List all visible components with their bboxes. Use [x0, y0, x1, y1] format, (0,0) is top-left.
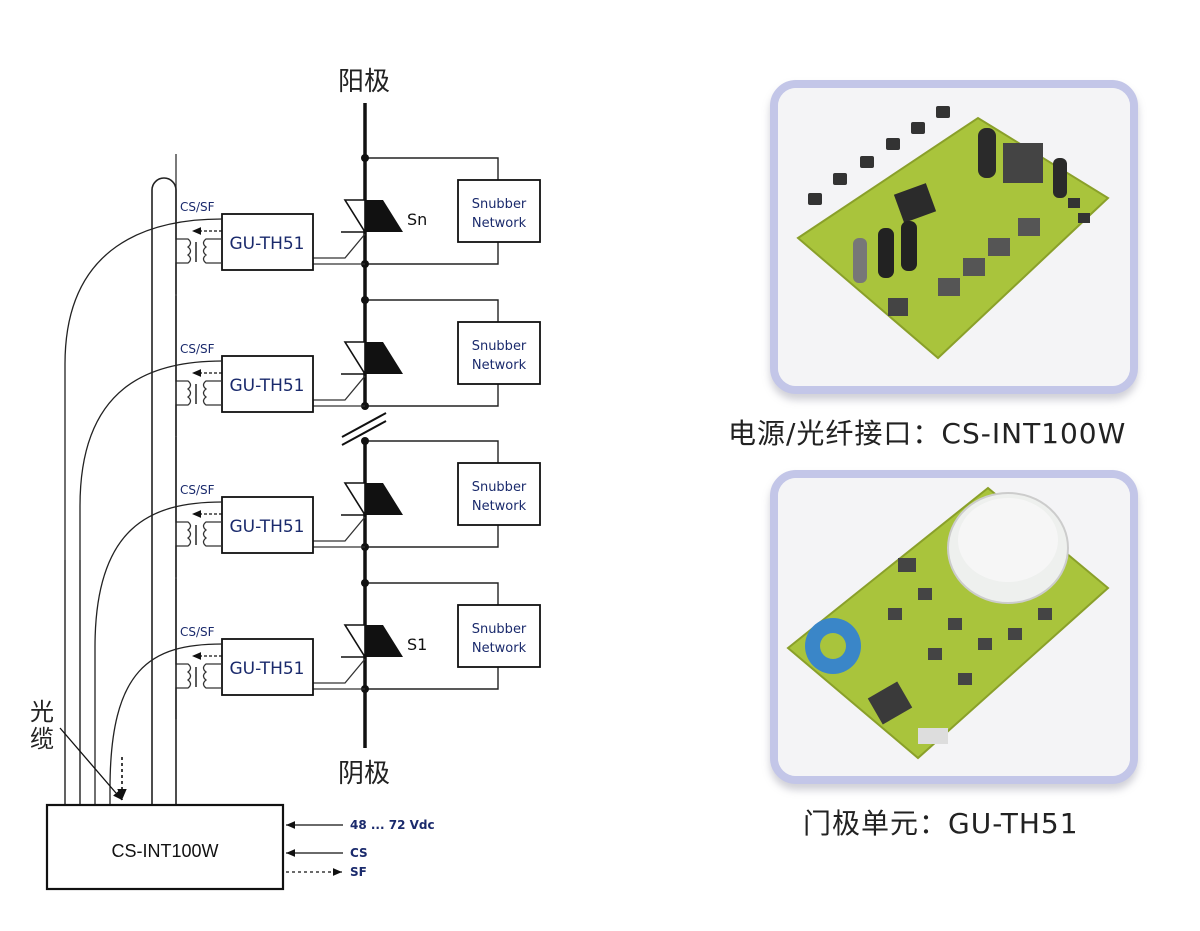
cs-input-label: CS [350, 846, 368, 860]
thyristor-solid-icon [365, 200, 403, 232]
snubber-wire-bottom [365, 667, 499, 690]
sf-output-label: SF [350, 865, 367, 879]
snubber-network-box [457, 462, 541, 526]
junction-node [361, 296, 369, 304]
interface-board-photo [778, 88, 1130, 386]
snubber-label-line1: Snubber [472, 622, 527, 637]
snubber-label-line2: Network [472, 641, 527, 656]
transformer-primary-icon [175, 154, 192, 294]
gate-wire [313, 516, 366, 542]
fiber-cables [64, 560, 81, 805]
gate-unit-label: GU-TH51 [230, 376, 305, 396]
gate-unit-caption: 门极单元：GU-TH51 [803, 807, 1079, 840]
fiber-cable-pointer [59, 727, 123, 801]
thyristor-label: S1 [407, 635, 427, 654]
thyristor-outline-icon [343, 482, 366, 518]
transformer-secondary-icon [202, 663, 222, 689]
snubber-network-box [457, 321, 541, 385]
snubber-wire-top [365, 157, 499, 180]
thyristor-label: Sn [407, 210, 427, 229]
junction-node [361, 579, 369, 587]
fiber-cable-label-1: 光 [30, 698, 54, 726]
snubber-wire-bottom [365, 242, 499, 265]
series-break-symbol [341, 412, 387, 446]
fiber-optic-cable [109, 643, 223, 805]
cs-sf-label: CS/SF [180, 625, 215, 639]
thyristor-solid-icon [365, 625, 403, 657]
thyristor-solid-icon [365, 342, 403, 374]
junction-node [361, 437, 369, 445]
photo-frame-gate-unit [770, 470, 1138, 784]
cs-sf-label: CS/SF [180, 342, 215, 356]
interface-board-caption: 电源/光纤接口：CS-INT100W [728, 417, 1127, 450]
transformer-primary-icon [175, 437, 192, 577]
gate-unit-box [221, 638, 314, 696]
snubber-label-line2: Network [472, 358, 527, 373]
thyristor-outline-icon [343, 341, 366, 377]
gate-unit-label: GU-TH51 [230, 234, 305, 254]
transformer-secondary-icon [202, 521, 222, 547]
fiber-cable-label-2: 缆 [30, 725, 54, 753]
transformer-primary-icon [175, 296, 192, 436]
snubber-wire-bottom [365, 525, 499, 548]
gate-unit-photo [778, 478, 1130, 776]
interface-box [45, 803, 285, 891]
thyristor-outline-icon [343, 624, 366, 660]
fiber-optic-cable [94, 501, 223, 805]
fiber-loop [151, 177, 177, 805]
snubber-wire-top [365, 440, 499, 463]
photo-frame-interface-board [770, 80, 1138, 394]
gate-unit-box [221, 355, 314, 413]
gate-unit-label: GU-TH51 [230, 517, 305, 537]
gate-wire [313, 375, 366, 401]
fiber-optic-cable [79, 360, 223, 805]
snubber-wire-top [365, 299, 499, 322]
snubber-wire-bottom [365, 384, 499, 407]
snubber-label-line1: Snubber [472, 197, 527, 212]
interface-box-label: CS-INT100W [111, 841, 218, 861]
gate-unit-box [221, 213, 314, 271]
cs-sf-label: CS/SF [180, 483, 215, 497]
transformer-secondary-icon [202, 380, 222, 406]
anode-label: 阳极 [338, 67, 390, 97]
fiber-optic-cable [64, 218, 223, 805]
snubber-network-box [457, 604, 541, 668]
gate-wire [313, 658, 366, 684]
power-input-label: 48 ... 72 Vdc [350, 818, 435, 832]
gate-wire [313, 233, 366, 259]
thyristor-solid-icon [365, 483, 403, 515]
gate-unit-box [221, 496, 314, 554]
snubber-label-line1: Snubber [472, 339, 527, 354]
snubber-wire-top [365, 582, 499, 605]
transformer-secondary-icon [202, 238, 222, 264]
snubber-label-line2: Network [472, 499, 527, 514]
snubber-label-line2: Network [472, 216, 527, 231]
gate-unit-label: GU-TH51 [230, 659, 305, 679]
snubber-label-line1: Snubber [472, 480, 527, 495]
snubber-network-box [457, 179, 541, 243]
junction-node [361, 154, 369, 162]
cs-sf-label: CS/SF [180, 200, 215, 214]
thyristor-outline-icon [343, 199, 366, 235]
cathode-label: 阴极 [338, 759, 390, 789]
transformer-primary-icon [175, 579, 192, 719]
